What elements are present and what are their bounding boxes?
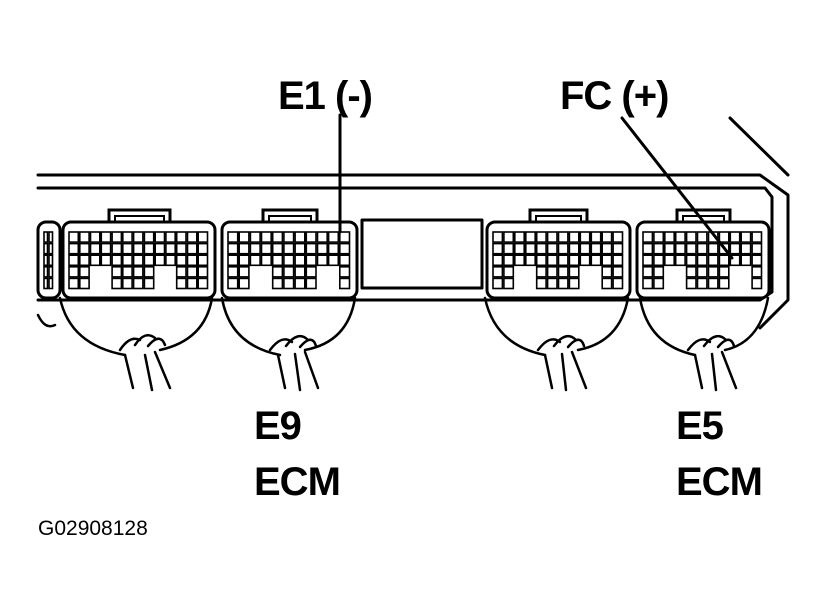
- connector-e5-left: [485, 208, 632, 300]
- e5-ecm-label: ECM: [676, 460, 763, 504]
- e5-connector-label: E5: [676, 404, 724, 448]
- wire-harness-e5: [638, 296, 770, 392]
- e9-ecm-label: ECM: [254, 460, 341, 504]
- connector-e9: [220, 208, 359, 300]
- e1-terminal-label: E1 (-): [278, 74, 373, 118]
- wire-harness-e9-left: [58, 296, 214, 392]
- figure-id: G02908128: [38, 517, 148, 540]
- fc-leader-line: [620, 116, 734, 260]
- connector-e9-left: [61, 208, 217, 300]
- wire-harness-e9: [220, 296, 357, 392]
- e9-connector-label: E9: [254, 404, 302, 448]
- wire-harness-e5-left: [483, 296, 630, 392]
- connectors: [36, 208, 771, 300]
- fc-terminal-label: FC (+): [560, 74, 669, 118]
- wire-harness-far-left: [36, 313, 57, 328]
- connector-far-left: [36, 220, 62, 300]
